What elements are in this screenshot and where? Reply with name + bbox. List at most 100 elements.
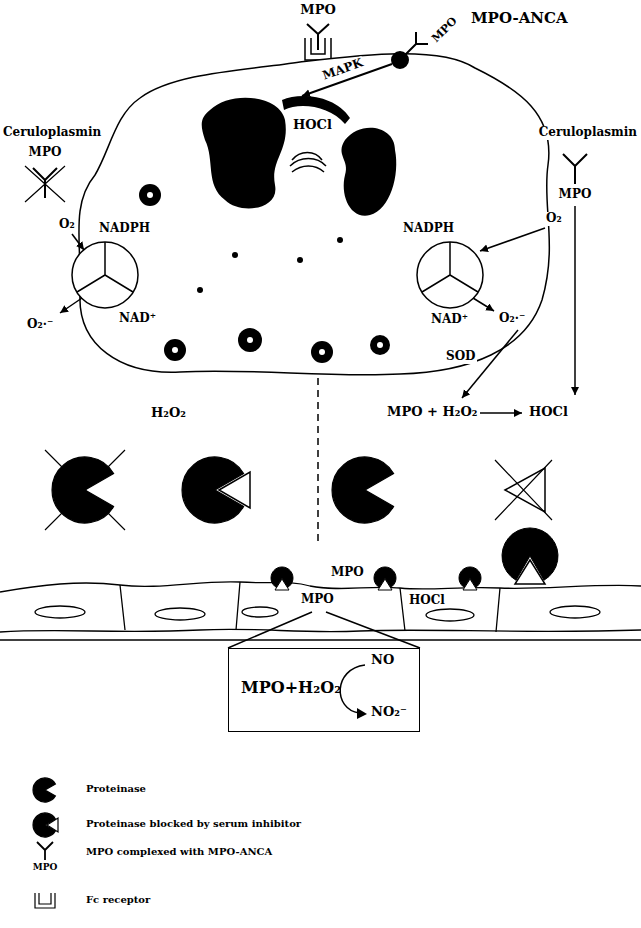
drawing-part (242, 607, 278, 617)
text-label: Ceruloplasmin (2, 126, 102, 140)
drawing-part (297, 257, 303, 263)
drawing-part (172, 347, 178, 353)
drawing-part (275, 579, 289, 590)
drawing-part (473, 298, 494, 311)
drawing-part (120, 582, 500, 632)
drawing-part (35, 893, 55, 908)
text-label: NADPH (402, 222, 455, 236)
text-label: O₂·⁻ (498, 312, 526, 326)
drawing-part (147, 192, 153, 198)
granules (139, 184, 390, 363)
text-label: HOCl (528, 405, 569, 420)
text-label: MPO-ANCA (470, 10, 569, 27)
text-label: MPO (299, 3, 337, 18)
drawing-part (463, 579, 477, 590)
drawing-part (72, 234, 84, 250)
drawing-part (319, 349, 325, 355)
text-label: MPO (300, 593, 335, 607)
bound-proteinases (271, 528, 558, 590)
text-label: H₂O₂ (150, 406, 187, 421)
drawing-part (232, 252, 238, 258)
drawing-part (197, 287, 203, 293)
drawing-part (340, 665, 365, 713)
drawing-part (505, 468, 545, 512)
drawing-part (33, 168, 57, 198)
drawing-part (495, 460, 552, 520)
text-label: MPO (429, 14, 461, 46)
text-label: NAD⁺ (430, 313, 469, 327)
drawing-part (202, 98, 286, 209)
drawing-part (35, 606, 85, 618)
text-label: SOD (445, 350, 477, 364)
neutrophil-cell (79, 54, 550, 375)
text-label: MPO (558, 188, 593, 202)
drawing-part (515, 560, 545, 584)
drawing-part (422, 242, 478, 292)
drawing-part (462, 330, 518, 398)
drawing-part (77, 242, 133, 292)
top-antibody (305, 24, 331, 60)
drawing-part (332, 457, 394, 523)
drawing-part (459, 567, 481, 590)
drawing-part (271, 567, 293, 590)
drawing-part (502, 528, 558, 584)
text-label: NADPH (98, 222, 151, 236)
legend-text: Fc receptor (85, 894, 151, 906)
box-text: MPO+H₂O₂ (241, 679, 341, 697)
drawing-part (357, 708, 367, 719)
drawing-part (290, 159, 326, 167)
drawing-part (337, 237, 343, 243)
drawing-part (563, 154, 587, 184)
drawing-part (0, 629, 641, 632)
golgi (290, 153, 326, 173)
text-label: MPO + H₂O₂ (386, 405, 478, 420)
reaction-box: MPO+H₂O₂NONO₂⁻ (228, 648, 420, 732)
drawing-part (480, 228, 545, 251)
text-label: MPO (330, 566, 365, 580)
drawing-part (370, 335, 390, 355)
drawing-part (378, 579, 392, 590)
text-label: HOCl (292, 118, 333, 133)
edge-antibody (392, 32, 428, 68)
nadph-oxidase (72, 242, 483, 308)
legend-text: Proteinase blocked by serum inhibitor (85, 818, 302, 830)
drawing-part (219, 472, 250, 508)
box-text: NO (371, 653, 394, 668)
text-label: HOCl (408, 594, 446, 608)
drawing-part (311, 341, 333, 363)
text-label: O₂ (545, 212, 563, 226)
ceruloplasmin-antibodies (25, 154, 587, 202)
legend-text: Proteinase (85, 783, 147, 795)
drawing-part (164, 339, 186, 361)
drawing-part (341, 128, 396, 216)
drawing-part (25, 166, 65, 202)
legend-symbols (33, 778, 58, 908)
text-label: O₂ (58, 218, 76, 232)
drawing-part (60, 298, 82, 313)
drawing-part (292, 166, 324, 172)
drawing-part (574, 206, 576, 395)
drawing-part (305, 38, 331, 60)
legend-text: MPO complexed with MPO-ANCA (85, 846, 273, 858)
drawing-part (405, 32, 428, 55)
drawing-part (480, 412, 522, 414)
section-line (317, 378, 319, 545)
reaction-arrows (60, 64, 575, 413)
inset-lines (228, 612, 420, 648)
text-label: MAPK (320, 56, 366, 84)
drawing-part (45, 450, 125, 530)
drawing-part (374, 567, 396, 590)
text-label: MPO (28, 146, 63, 160)
text-label: Ceruloplasmin (538, 126, 638, 140)
drawing-part (0, 639, 641, 640)
drawing-part (47, 818, 58, 832)
drawing-part (37, 842, 53, 860)
drawing-part (33, 778, 55, 802)
endothelium (0, 582, 641, 640)
text-label: NAD⁺ (118, 312, 157, 326)
drawing-part (247, 337, 253, 343)
text-label: O₂·⁻ (26, 318, 54, 332)
drawing-part (238, 328, 262, 352)
proteinases (45, 450, 552, 530)
